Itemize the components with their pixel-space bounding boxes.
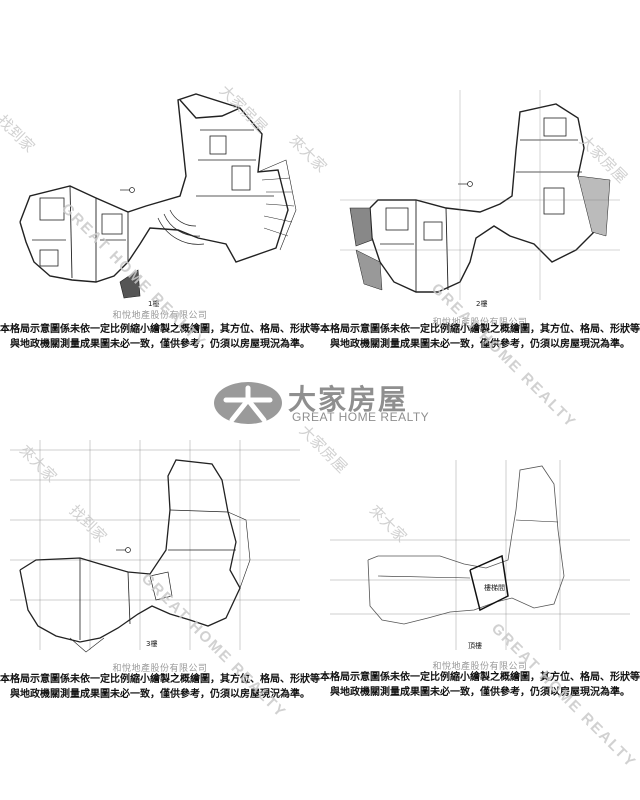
floor-label-3f: 3樓 bbox=[146, 639, 157, 648]
floorplan-panel-roof: 樓梯間 頂樓 和悅地產股份有限公司 本格局示意圖係未依一定比例縮小繪製之概繪圖，… bbox=[320, 400, 640, 800]
floorplan-1f-drawing: 1樓 bbox=[19, 93, 297, 308]
company-name: 和悅地產股份有限公司 bbox=[112, 664, 208, 674]
floor-label-2f: 2樓 bbox=[476, 299, 487, 308]
company-name: 和悅地產股份有限公司 bbox=[112, 311, 208, 321]
disclaimer-line-2: 與地政機關測量成果圖未必一致，僅供參考，仍須以房屋現況為準。 bbox=[330, 687, 630, 698]
floorplan-3f-drawing: 3樓 bbox=[10, 440, 300, 653]
disclaimer-line-2: 與地政機關測量成果圖未必一致，僅供參考，仍須以房屋現況為準。 bbox=[10, 689, 310, 700]
floorplan-panel-2f: 2樓 和悅地產股份有限公司 本格局示意圖係未依一定比例縮小繪製之概繪圖，其方位、… bbox=[320, 0, 640, 400]
floor-label-roof: 頂樓 bbox=[468, 641, 482, 650]
disclaimer-line-1: 本格局示意圖係未依一定比例縮小繪製之概繪圖，其方位、格局、形狀等 bbox=[320, 672, 640, 683]
disclaimer-line-1: 本格局示意圖係未依一定比例縮小繪製之概繪圖，其方位、格局、形狀等 bbox=[0, 674, 320, 685]
brand-logo-cn: 大家房屋 bbox=[288, 383, 409, 416]
disclaimer-line-2: 與地政機關測量成果圖未必一致，僅供參考，仍須以房屋現況為準。 bbox=[330, 339, 630, 350]
disclaimer-line-1: 本格局示意圖係未依一定比例縮小繪製之概繪圖，其方位、格局、形狀等 bbox=[320, 324, 640, 335]
brand-logo: 大家房屋 GREAT HOME REALTY bbox=[212, 378, 442, 428]
floorplan-roof-drawing: 樓梯間 頂樓 bbox=[330, 460, 630, 650]
room-label-stairwell: 樓梯間 bbox=[484, 583, 505, 592]
floorplan-2f-drawing: 2樓 bbox=[340, 90, 620, 308]
brand-logo-mark bbox=[214, 382, 282, 424]
floor-label-1f: 1樓 bbox=[148, 299, 159, 308]
company-name: 和悅地產股份有限公司 bbox=[432, 662, 528, 672]
floorplan-panel-1f: 1樓 和悅地產股份有限公司 本格局示意圖係未依一定比例縮小繪製之概繪圖，其方位、… bbox=[0, 0, 320, 400]
brand-logo-en: GREAT HOME REALTY bbox=[292, 410, 430, 424]
floorplan-panel-3f: 3樓 和悅地產股份有限公司 本格局示意圖係未依一定比例縮小繪製之概繪圖，其方位、… bbox=[0, 400, 320, 800]
disclaimer-line-1: 本格局示意圖係未依一定比例縮小繪製之概繪圖，其方位、格局、形狀等 bbox=[0, 324, 320, 335]
company-name: 和悅地產股份有限公司 bbox=[432, 318, 528, 328]
disclaimer-line-2: 與地政機關測量成果圖未必一致，僅供參考，仍須以房屋現況為準。 bbox=[10, 339, 310, 350]
